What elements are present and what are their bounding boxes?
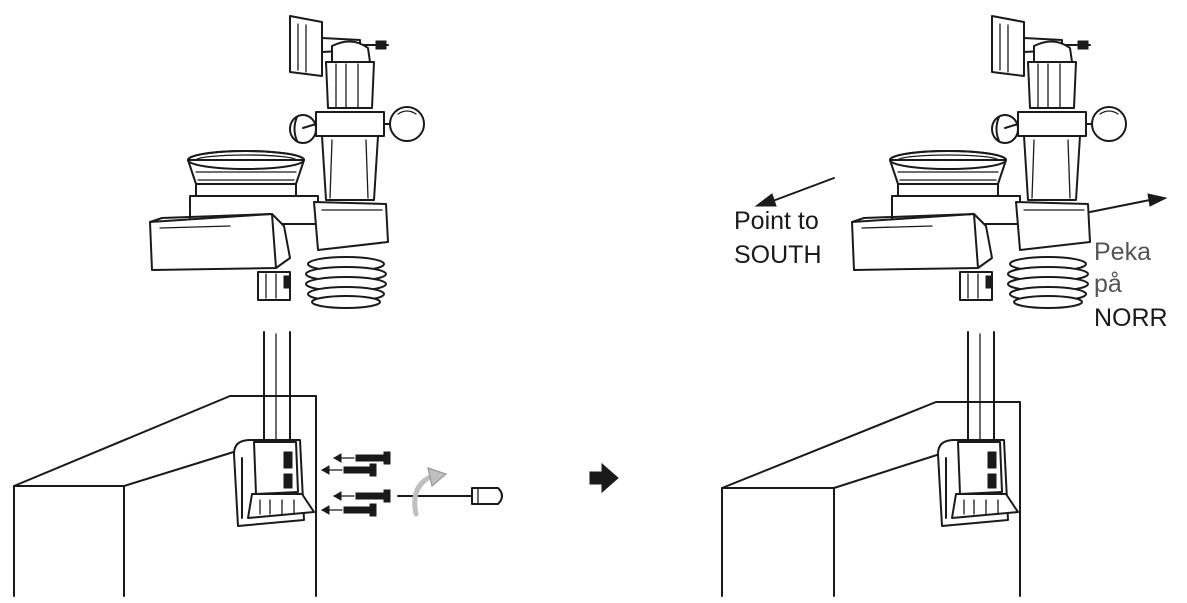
- screws: [320, 451, 391, 517]
- right-pole-bracket: [937, 331, 1019, 527]
- screw-4: [320, 503, 377, 517]
- right-sensor-unit: [851, 15, 1127, 309]
- screw-1: [332, 451, 391, 465]
- left-pole-bracket: [233, 331, 315, 527]
- left-sensor-unit: [149, 15, 425, 309]
- right-mounting-box: [721, 401, 1021, 597]
- right-arrow-icon: [589, 462, 619, 494]
- north-label-line2: på: [1094, 270, 1122, 298]
- north-direction-arrow: [1089, 193, 1168, 213]
- south-label-line2: SOUTH: [734, 241, 822, 269]
- north-label-line1: Peka: [1094, 238, 1151, 266]
- screw-2: [320, 463, 377, 477]
- screw-3: [332, 489, 391, 503]
- left-mounting-box: [13, 395, 317, 597]
- north-label-line3: NORR: [1094, 304, 1168, 332]
- curved-arrow-icon: [412, 467, 448, 517]
- screwdriver: [397, 487, 503, 505]
- south-direction-arrow: [754, 177, 835, 207]
- south-label-line1: Point to: [734, 207, 819, 235]
